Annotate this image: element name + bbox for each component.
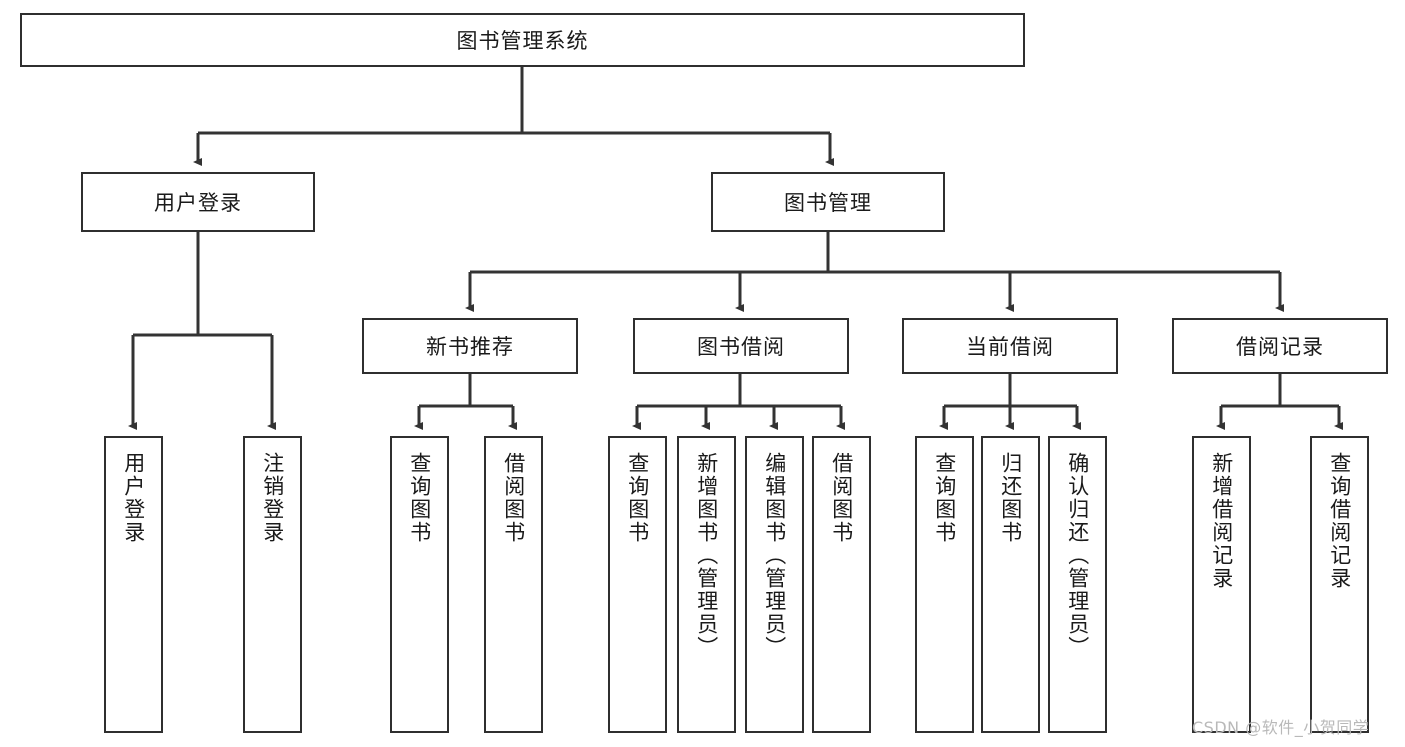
node-leaf-logout[interactable]: 注销登录 <box>243 436 302 733</box>
node-leaf-borrow-book-label: 借阅图书 <box>829 452 854 544</box>
node-leaf-query-book-rec[interactable]: 查询图书 <box>390 436 449 733</box>
edges-bookmanage-to-level3 <box>465 232 1284 312</box>
node-leaf-edit-book-admin[interactable]: 编辑图书（管理员） <box>745 436 804 733</box>
edges-borrowrecord-to-leaves <box>1216 374 1343 430</box>
node-leaf-query-borrow-record-label: 查询借阅记录 <box>1327 452 1352 590</box>
node-leaf-edit-book-admin-label: 编辑图书（管理员） <box>762 452 787 659</box>
edges-currentborrow-to-leaves <box>939 374 1081 430</box>
edges-newbookrec-to-leaves <box>414 374 517 430</box>
node-leaf-query-book-current[interactable]: 查询图书 <box>915 436 974 733</box>
node-book-manage-label: 图书管理 <box>784 191 872 215</box>
node-new-book-rec-label: 新书推荐 <box>426 335 514 359</box>
node-leaf-user-login[interactable]: 用户登录 <box>104 436 163 733</box>
node-leaf-query-book-borrow[interactable]: 查询图书 <box>608 436 667 733</box>
node-leaf-user-login-label: 用户登录 <box>121 452 146 544</box>
node-leaf-add-borrow-record[interactable]: 新增借阅记录 <box>1192 436 1251 733</box>
node-leaf-add-book-admin[interactable]: 新增图书（管理员） <box>677 436 736 733</box>
watermark: CSDN @软件_小贺同学 <box>1192 718 1370 737</box>
node-leaf-query-book-current-label: 查询图书 <box>932 452 957 544</box>
node-new-book-rec[interactable]: 新书推荐 <box>362 318 578 374</box>
node-leaf-query-book-borrow-label: 查询图书 <box>625 452 650 544</box>
node-leaf-borrow-book-rec-label: 借阅图书 <box>501 452 526 544</box>
node-leaf-borrow-book-rec[interactable]: 借阅图书 <box>484 436 543 733</box>
node-current-borrow[interactable]: 当前借阅 <box>902 318 1118 374</box>
node-current-borrow-label: 当前借阅 <box>966 335 1054 359</box>
node-leaf-borrow-book[interactable]: 借阅图书 <box>812 436 871 733</box>
node-leaf-query-borrow-record[interactable]: 查询借阅记录 <box>1310 436 1369 733</box>
node-book-borrow-label: 图书借阅 <box>697 335 785 359</box>
edges-userlogin-to-leaves <box>128 232 276 430</box>
node-leaf-return-book[interactable]: 归还图书 <box>981 436 1040 733</box>
edges-bookborrow-to-leaves <box>632 374 845 430</box>
node-leaf-add-book-admin-label: 新增图书（管理员） <box>694 452 719 659</box>
node-leaf-return-book-label: 归还图书 <box>998 452 1023 544</box>
edges-root-to-level2 <box>193 67 834 166</box>
node-user-login-label: 用户登录 <box>154 191 242 215</box>
node-leaf-query-book-rec-label: 查询图书 <box>407 452 432 544</box>
node-leaf-confirm-return-admin[interactable]: 确认归还（管理员） <box>1048 436 1107 733</box>
node-borrow-record-label: 借阅记录 <box>1236 335 1324 359</box>
node-root[interactable]: 图书管理系统 <box>20 13 1025 67</box>
node-leaf-confirm-return-admin-label: 确认归还（管理员） <box>1065 452 1090 659</box>
node-book-manage[interactable]: 图书管理 <box>711 172 945 232</box>
node-leaf-logout-label: 注销登录 <box>260 452 285 544</box>
node-borrow-record[interactable]: 借阅记录 <box>1172 318 1388 374</box>
node-book-borrow[interactable]: 图书借阅 <box>633 318 849 374</box>
node-root-label: 图书管理系统 <box>456 29 589 53</box>
node-user-login[interactable]: 用户登录 <box>81 172 315 232</box>
node-leaf-add-borrow-record-label: 新增借阅记录 <box>1209 452 1234 590</box>
